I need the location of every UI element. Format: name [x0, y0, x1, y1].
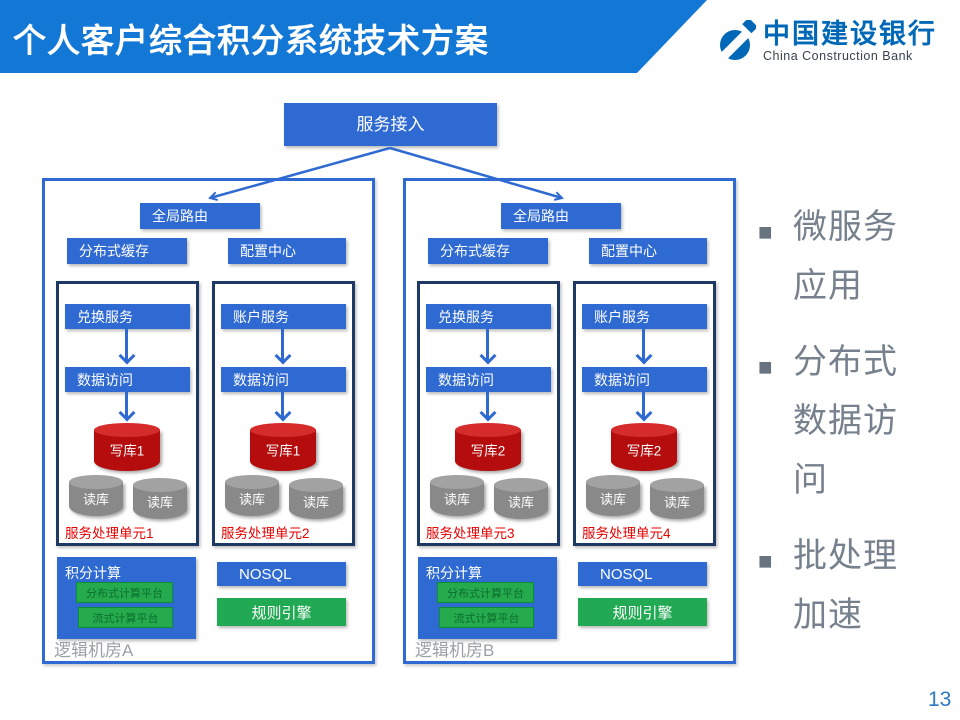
read-db-cylinder: 读库	[225, 475, 279, 516]
stream-compute-platform-box: 流式计算平台	[439, 607, 534, 628]
down-arrow	[486, 329, 489, 362]
exchange-service-box: 兑换服务	[65, 304, 190, 329]
account-service-box: 账户服务	[582, 304, 707, 329]
read-db-cylinder: 读库	[289, 478, 343, 519]
points-calc-title: 积分计算	[65, 565, 121, 581]
data-access-box: 数据访问	[65, 367, 190, 392]
service-access-arrows	[208, 146, 564, 201]
header-banner	[0, 0, 707, 73]
points-calc-title: 积分计算	[426, 565, 482, 581]
read-db-cylinder: 读库	[586, 475, 640, 516]
room-label: 逻辑机房B	[415, 641, 495, 660]
global-route-box: 全局路由	[501, 203, 621, 229]
room-label: 逻辑机房A	[54, 641, 134, 660]
distributed-compute-platform-box: 分布式计算平台	[76, 582, 173, 603]
logical-room-a: 全局路由 分布式缓存 配置中心 兑换服务 数据访问 写库1 读库 读库 服务处理…	[42, 178, 375, 664]
rule-engine-box: 规则引擎	[578, 598, 707, 626]
read-db-cylinder: 读库	[133, 478, 187, 519]
data-access-box: 数据访问	[426, 367, 551, 392]
page-title: 个人客户综合积分系统技术方案	[13, 22, 489, 59]
read-db-cylinder: 读库	[650, 478, 704, 519]
bank-logo: 中国建设银行 China Construction Bank	[715, 17, 937, 67]
ccb-logo-icon	[715, 17, 758, 67]
write-db-cylinder: 写库1	[94, 423, 160, 471]
down-arrow	[125, 392, 128, 419]
read-db-cylinder: 读库	[69, 475, 123, 516]
global-route-box: 全局路由	[140, 203, 260, 229]
down-arrow	[486, 392, 489, 419]
points-calc-box: 积分计算 分布式计算平台 流式计算平台	[57, 557, 196, 639]
bullet-microservice: 微服务应用	[758, 198, 915, 316]
write-db-cylinder: 写库1	[250, 423, 316, 471]
down-arrow	[281, 392, 284, 419]
unit-label: 服务处理单元4	[582, 526, 671, 541]
service-unit-1: 兑换服务 数据访问 写库1 读库 读库 服务处理单元1	[56, 281, 199, 546]
nosql-box: NOSQL	[217, 562, 346, 586]
unit-label: 服务处理单元1	[65, 526, 154, 541]
distributed-cache-box: 分布式缓存	[428, 238, 548, 264]
unit-label: 服务处理单元3	[426, 526, 515, 541]
down-arrow	[642, 392, 645, 419]
bullet-batch-acceleration: 批处理加速	[758, 527, 915, 645]
rule-engine-box: 规则引擎	[217, 598, 346, 626]
bank-name-cn: 中国建设银行	[763, 19, 937, 49]
service-access-box: 服务接入	[284, 103, 497, 146]
points-calc-box: 积分计算 分布式计算平台 流式计算平台	[418, 557, 557, 639]
down-arrow	[281, 329, 284, 362]
distributed-compute-platform-box: 分布式计算平台	[437, 582, 534, 603]
unit-label: 服务处理单元2	[221, 526, 310, 541]
nosql-box: NOSQL	[578, 562, 707, 586]
write-db-cylinder: 写库2	[455, 423, 521, 471]
distributed-cache-box: 分布式缓存	[67, 238, 187, 264]
data-access-box: 数据访问	[582, 367, 707, 392]
account-service-box: 账户服务	[221, 304, 346, 329]
config-center-box: 配置中心	[228, 238, 346, 264]
exchange-service-box: 兑换服务	[426, 304, 551, 329]
key-points-list: 微服务应用 分布式数据访问 批处理加速	[758, 198, 915, 645]
data-access-box: 数据访问	[221, 367, 346, 392]
bullet-distributed-data-access: 分布式数据访问	[758, 333, 915, 510]
service-unit-3: 兑换服务 数据访问 写库2 读库 读库 服务处理单元3	[417, 281, 560, 546]
logical-room-b: 全局路由 分布式缓存 配置中心 兑换服务 数据访问 写库2 读库 读库 服务处理…	[403, 178, 736, 664]
read-db-cylinder: 读库	[430, 475, 484, 516]
stream-compute-platform-box: 流式计算平台	[78, 607, 173, 628]
page-number: 13	[928, 688, 952, 711]
down-arrow	[642, 329, 645, 362]
service-unit-4: 账户服务 数据访问 写库2 读库 读库 服务处理单元4	[573, 281, 716, 546]
service-unit-2: 账户服务 数据访问 写库1 读库 读库 服务处理单元2	[212, 281, 355, 546]
read-db-cylinder: 读库	[494, 478, 548, 519]
bank-name-en: China Construction Bank	[763, 49, 913, 63]
down-arrow	[125, 329, 128, 362]
write-db-cylinder: 写库2	[611, 423, 677, 471]
config-center-box: 配置中心	[589, 238, 707, 264]
